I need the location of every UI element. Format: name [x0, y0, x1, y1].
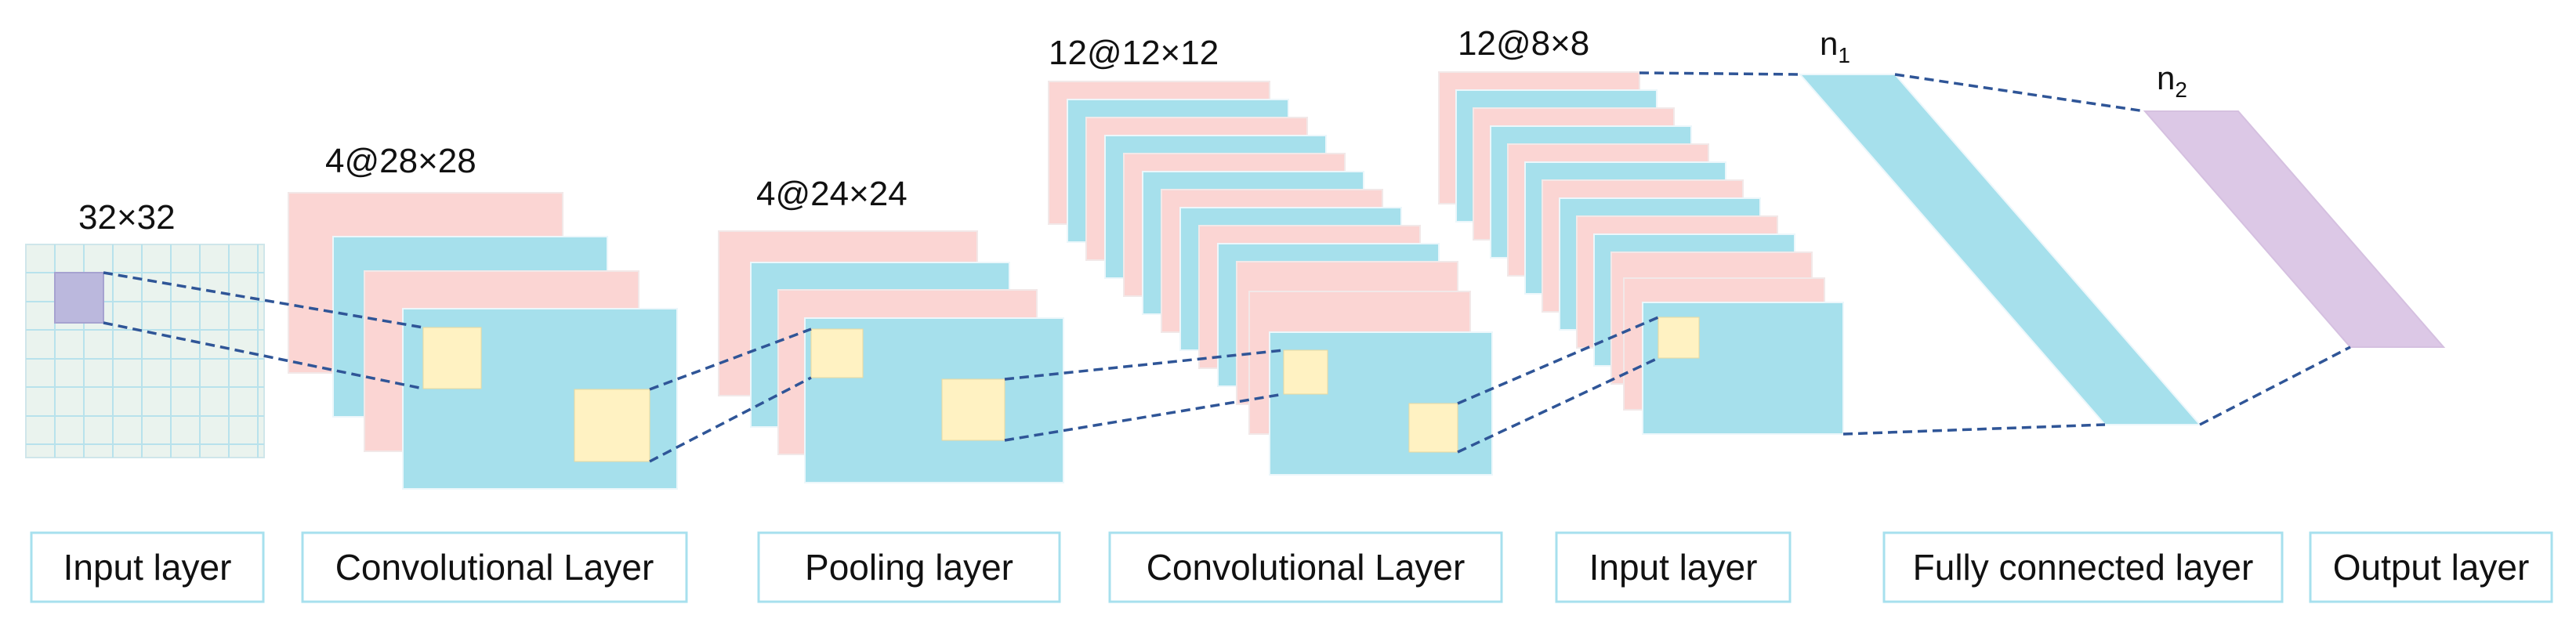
- layer-box-fc: [1882, 531, 2284, 603]
- conv1-kernel-b: [574, 389, 650, 462]
- connector-lines: [103, 71, 2351, 463]
- conv1-kernel-a: [422, 327, 482, 389]
- layer-box-pool1: [757, 531, 1061, 603]
- conv2-dim-label: 12@12×12: [1049, 34, 1219, 72]
- layer-label-row: Input layer Convolutional Layer Pooling …: [30, 531, 2553, 603]
- layer-box-output: [2309, 531, 2553, 603]
- pool1-feature-maps: [718, 230, 1064, 483]
- layer-label-fc: Fully connected layer: [1913, 547, 2254, 588]
- input-dim-label: 32×32: [78, 198, 176, 237]
- layer-label-conv2: Convolutional Layer: [1147, 547, 1466, 588]
- conv2-kernel-a: [1283, 349, 1328, 395]
- layer-label-pool2: Input layer: [1589, 547, 1758, 588]
- conv2-kernel-b: [1408, 403, 1458, 453]
- pool1-kernel-a: [810, 328, 864, 378]
- input-grid: [25, 244, 265, 458]
- conv1-feature-maps: [288, 192, 678, 490]
- conv1-dim-label: 4@28×28: [325, 142, 476, 180]
- layer-label-conv1: Convolutional Layer: [335, 547, 654, 588]
- layer-box-conv1: [301, 531, 688, 603]
- fc-neuron-label: n1: [1820, 25, 1850, 67]
- layer-label-pool1: Pooling layer: [805, 547, 1013, 588]
- conv2-feature-maps: [1048, 81, 1493, 476]
- layer-box-input: [30, 531, 265, 603]
- pool2-feature-maps: [1438, 71, 1844, 435]
- layer-label-input: Input layer: [63, 547, 232, 588]
- fully-connected-layer-shape: [1798, 74, 2202, 425]
- pool2-kernel-a: [1658, 317, 1700, 359]
- pool1-kernel-b: [941, 378, 1005, 441]
- layer-box-pool2: [1555, 531, 1792, 603]
- layer-box-conv2: [1108, 531, 1503, 603]
- input-receptive-patch: [54, 272, 104, 324]
- output-neuron-label: n2: [2157, 60, 2187, 102]
- pool2-dim-label: 12@8×8: [1458, 24, 1589, 63]
- output-layer-shape: [2143, 110, 2446, 348]
- layer-label-output: Output layer: [2333, 547, 2530, 588]
- pool1-dim-label: 4@24×24: [756, 175, 908, 213]
